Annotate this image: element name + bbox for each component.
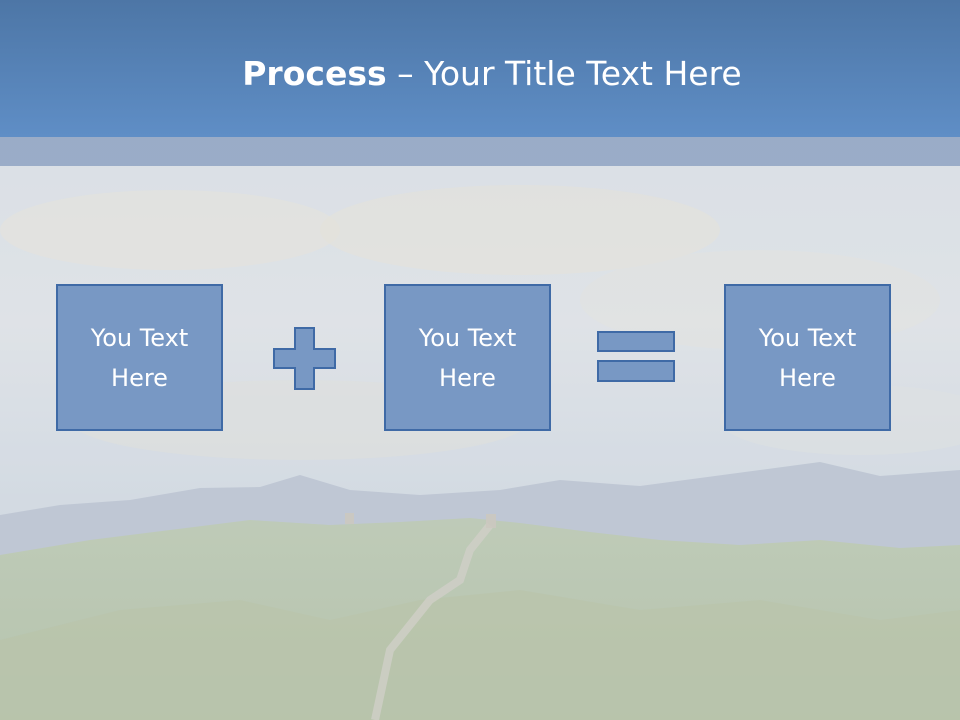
title-band	[0, 137, 960, 166]
process-box-3-text: You Text Here	[758, 323, 857, 392]
process-box-1-text: You Text Here	[90, 323, 189, 392]
equals-icon[interactable]	[596, 330, 678, 384]
process-box-2[interactable]: You Text Here	[384, 284, 551, 431]
plus-icon[interactable]	[273, 327, 336, 390]
title-bar	[0, 0, 960, 137]
process-box-1[interactable]: You Text Here	[56, 284, 223, 431]
title-rest-text: – Your Title Text Here	[386, 54, 742, 93]
slide-title: Process – Your Title Text Here	[0, 52, 960, 96]
title-bold-text: Process	[242, 54, 387, 93]
process-box-2-text: You Text Here	[418, 323, 517, 392]
process-box-3[interactable]: You Text Here	[724, 284, 891, 431]
